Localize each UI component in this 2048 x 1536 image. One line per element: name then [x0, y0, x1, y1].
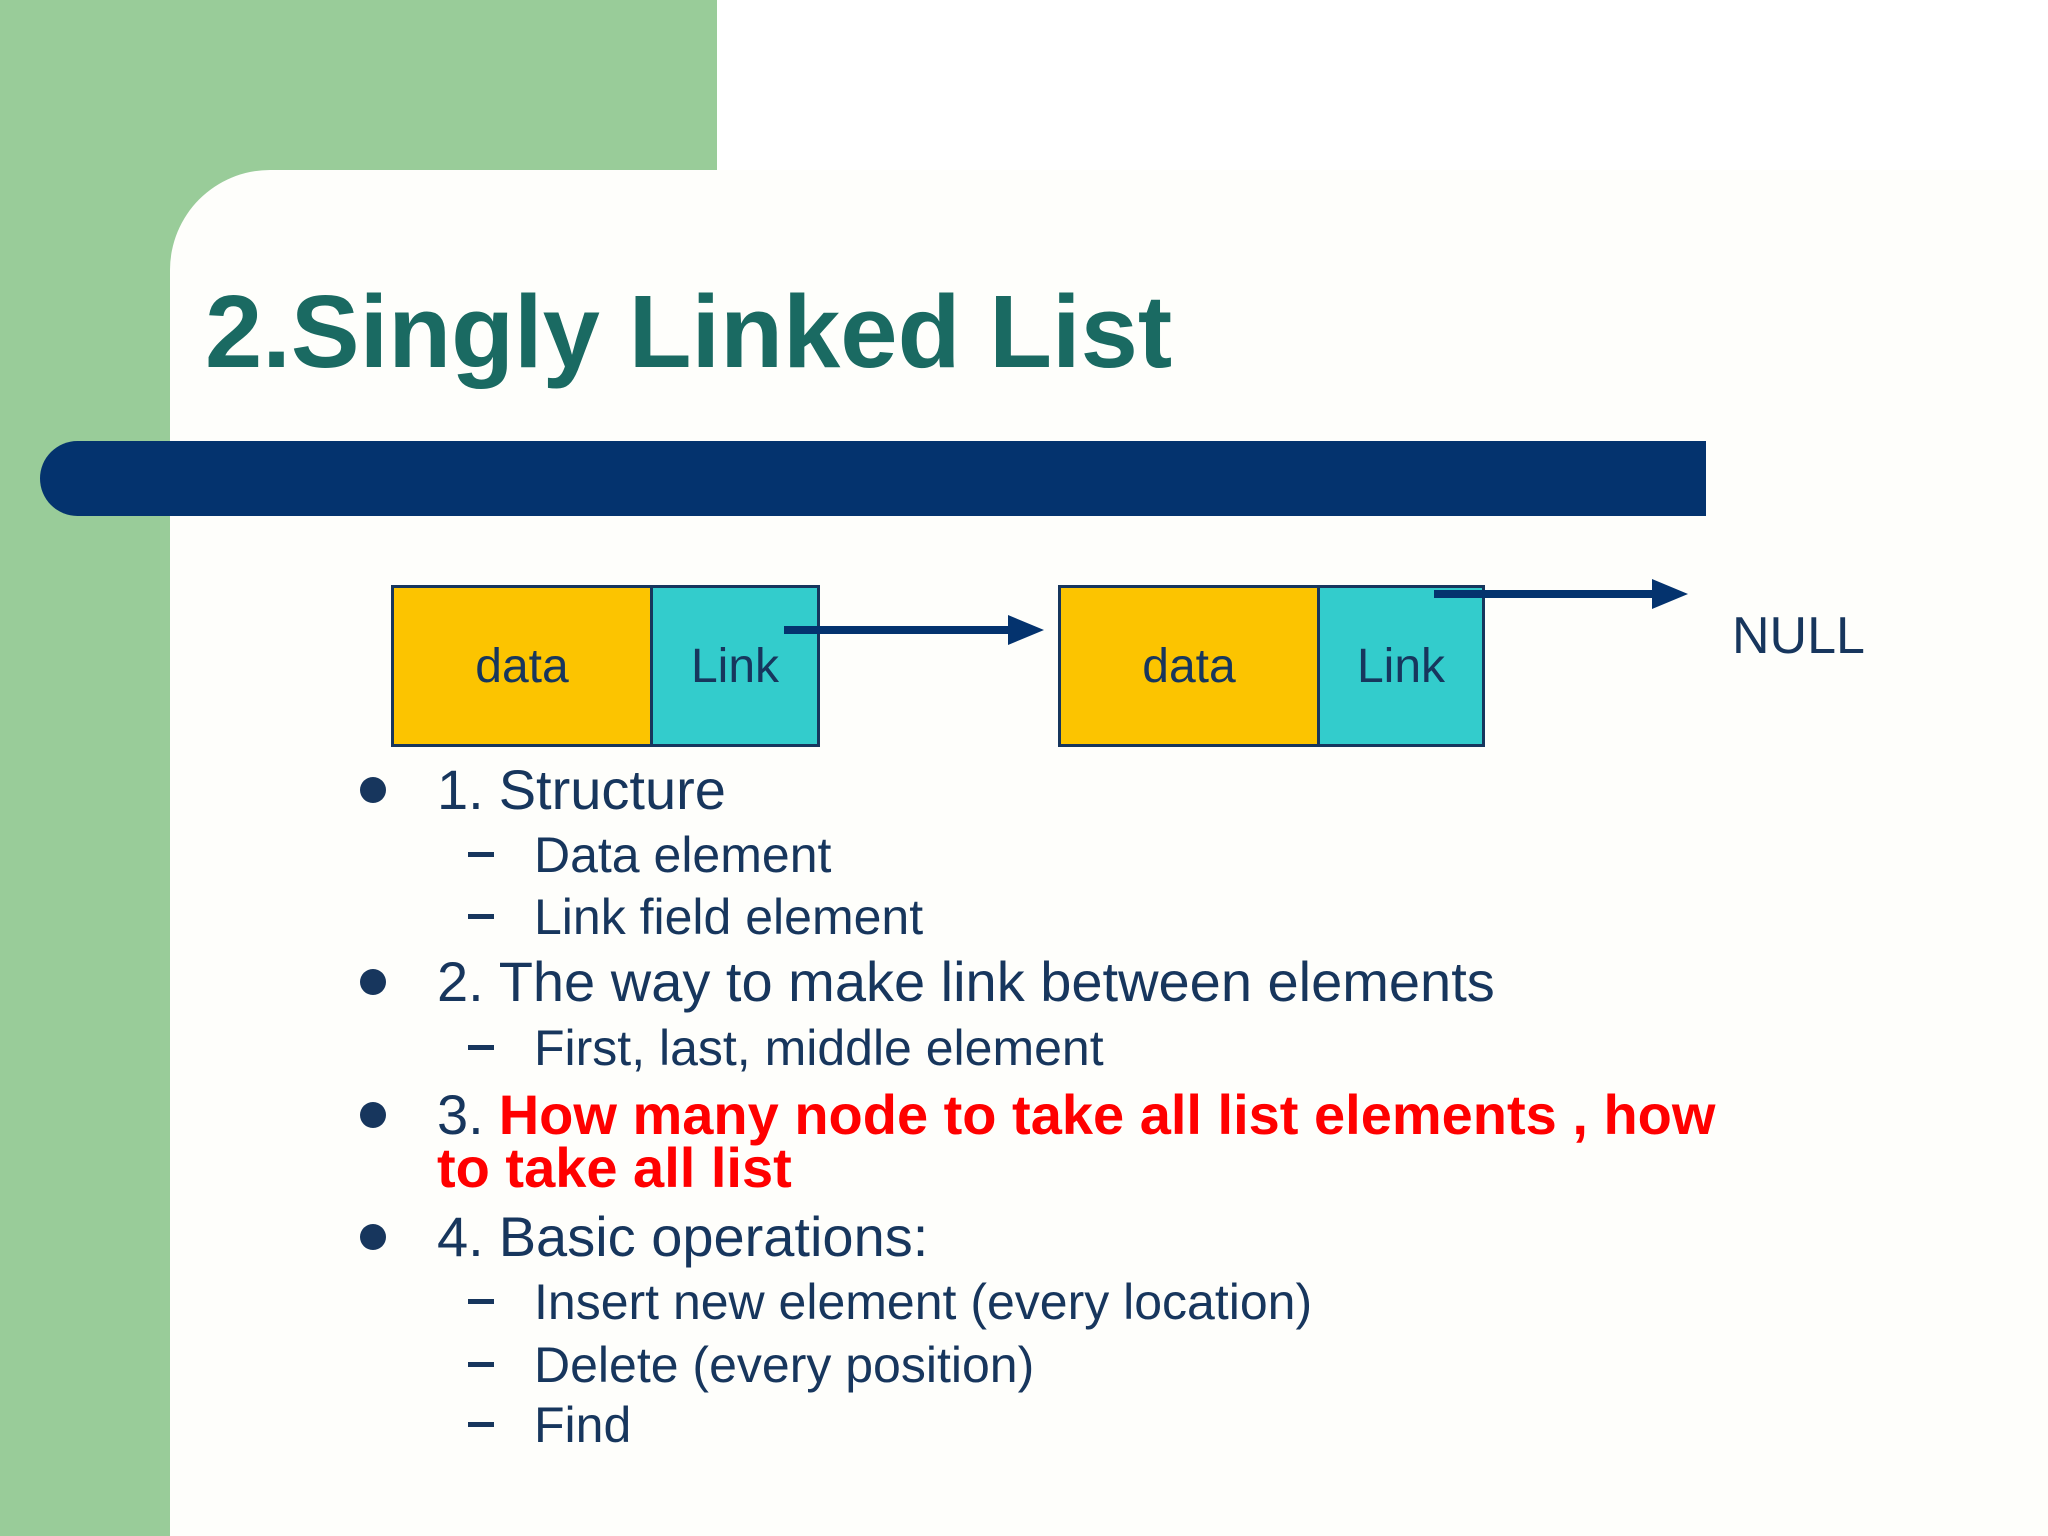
- node-link-cell: Link: [650, 588, 817, 744]
- link-arrow-head-icon: [1652, 579, 1688, 609]
- link-arrow-head-icon: [1008, 615, 1044, 645]
- list-item: 3.How many node to take all list element…: [345, 1083, 1825, 1147]
- dash-bullet-icon: [468, 914, 494, 919]
- dash-bullet-icon: [468, 1362, 494, 1367]
- list-node: data Link: [1058, 585, 1485, 747]
- list-subitem: Delete (every position): [345, 1336, 1825, 1394]
- list-item: 1.Structure: [345, 758, 1825, 822]
- null-label: NULL: [1732, 607, 1865, 665]
- list-item-text: First, last, middle element: [534, 1020, 1104, 1076]
- title-underline-bar: [40, 441, 1706, 516]
- page-title: 2.Singly Linked List: [205, 274, 1173, 389]
- link-arrow-line: [784, 626, 1008, 634]
- list-subitem: Data element: [345, 826, 1825, 884]
- list-item-number: 2.: [437, 950, 484, 1013]
- list-item-text-emphasis: to take all list: [437, 1136, 792, 1199]
- list-item-text-emphasis: How many node to take all list elements …: [498, 1083, 1716, 1146]
- list-item-text: Link field element: [534, 889, 924, 945]
- dash-bullet-icon: [468, 1045, 494, 1050]
- list-item-number: 4.: [437, 1205, 484, 1268]
- list-item-text: Delete (every position): [534, 1337, 1035, 1393]
- node-data-cell: data: [394, 588, 650, 744]
- bullet-dot-icon: [360, 1102, 386, 1128]
- list-item-text: The way to make link between elements: [498, 950, 1495, 1013]
- list-item-continuation: to take all list: [345, 1136, 1825, 1200]
- dash-bullet-icon: [468, 1299, 494, 1304]
- node-link-cell: Link: [1317, 588, 1482, 744]
- list-subitem: First, last, middle element: [345, 1019, 1825, 1077]
- green-left-strip: [0, 0, 170, 1536]
- list-subitem: Insert new element (every location): [345, 1273, 1825, 1331]
- list-item-number: 3.: [437, 1083, 484, 1146]
- list-item-text: Insert new element (every location): [534, 1274, 1313, 1330]
- list-item-text: Structure: [498, 758, 726, 821]
- list-subitem: Link field element: [345, 888, 1825, 946]
- list-node: data Link: [391, 585, 820, 747]
- node-data-cell: data: [1061, 588, 1317, 744]
- list-item-text: Find: [534, 1397, 632, 1453]
- list-subitem: Find: [345, 1396, 1825, 1454]
- dash-bullet-icon: [468, 852, 494, 857]
- link-arrow-line: [1434, 590, 1652, 598]
- bullet-dot-icon: [360, 1224, 386, 1250]
- list-item: 4.Basic operations:: [345, 1205, 1825, 1269]
- bullet-dot-icon: [360, 777, 386, 803]
- dash-bullet-icon: [468, 1422, 494, 1427]
- list-item: 2.The way to make link between elements: [345, 950, 1825, 1014]
- list-item-text: Data element: [534, 827, 832, 883]
- list-item-text: Basic operations:: [498, 1205, 929, 1268]
- list-item-number: 1.: [437, 758, 484, 821]
- bullet-dot-icon: [360, 969, 386, 995]
